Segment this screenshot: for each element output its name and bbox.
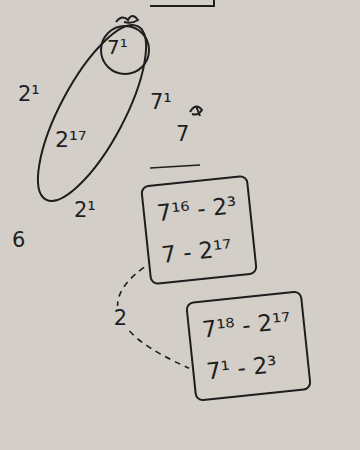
scribble [190, 106, 202, 116]
math-expression: 7¹ - 2³ [205, 349, 296, 384]
handwritten-note: 6 [12, 228, 25, 252]
circle-outline: 7¹ [101, 26, 149, 74]
handwritten-note: 2¹ [74, 198, 96, 222]
expression-box: 7¹⁶ - 2³ 7 - 2¹⁷ [140, 175, 258, 286]
math-expression: 7¹⁶ - 2³ [156, 192, 238, 226]
math-expression: 7¹⁸ - 2¹⁷ [201, 308, 292, 343]
math-expression: 2¹⁷ [55, 127, 87, 152]
math-expression: 7¹ [107, 35, 128, 59]
handwritten-note: 7¹ [150, 90, 172, 114]
ellipse-stroke [18, 11, 167, 214]
handwritten-note: 2¹ [18, 82, 40, 106]
underline-stroke [150, 165, 200, 168]
expression-box: 7¹⁸ - 2¹⁷ 7¹ - 2³ [185, 290, 312, 402]
scribble [116, 16, 138, 23]
circle-stroke [101, 26, 149, 74]
ellipse-outline: 2¹⁷ 7¹ [35, 25, 150, 200]
math-expression: 7 - 2¹⁷ [160, 234, 242, 268]
handwritten-note: 7 [176, 122, 189, 146]
ellipse-shape [35, 25, 150, 200]
bracket-stroke [150, 0, 214, 6]
connector-label: 2 [112, 306, 129, 330]
